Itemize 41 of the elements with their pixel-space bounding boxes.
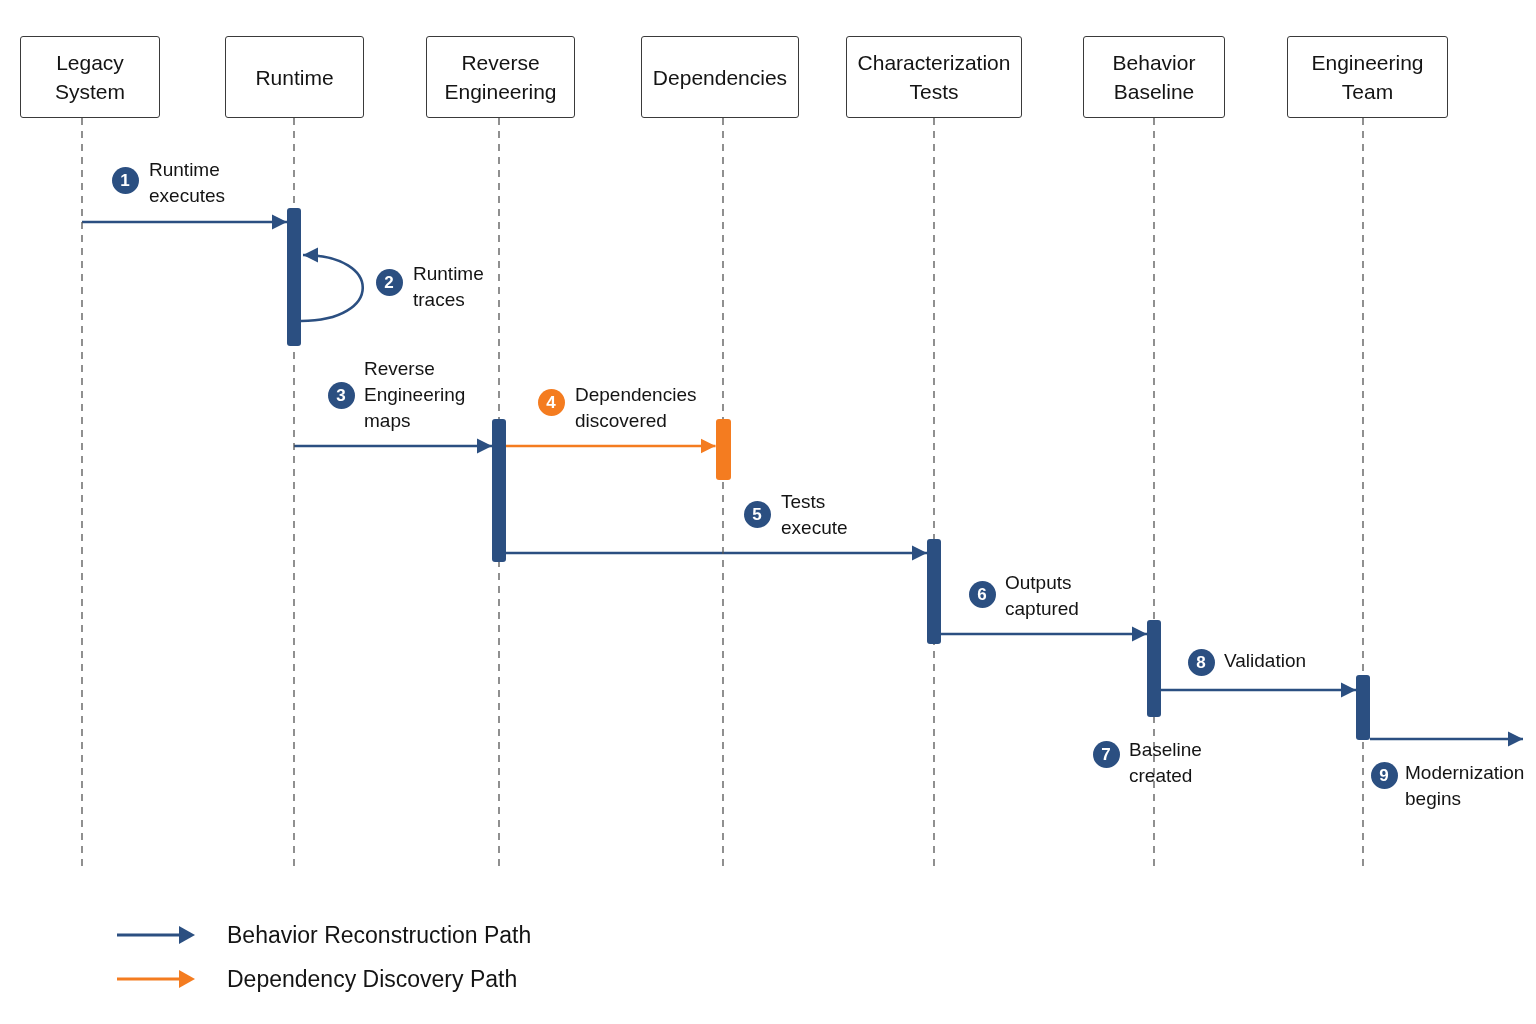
legend-text: Dependency Discovery Path	[227, 965, 518, 993]
message-arrow	[506, 545, 927, 561]
message-arrow	[82, 214, 287, 230]
callout-number: 5	[743, 500, 771, 528]
legend-text: Behavior Reconstruction Path	[227, 921, 532, 949]
message-label: Reverse Engineering maps	[364, 357, 467, 433]
callout-number: 7	[1092, 740, 1120, 768]
participant-name: Legacy System	[54, 50, 126, 105]
activation-bar	[715, 419, 731, 480]
message-arrow	[1161, 682, 1356, 698]
participant-name: Runtime	[255, 64, 334, 91]
message-arrow	[941, 626, 1147, 642]
activation-bar	[1147, 620, 1161, 717]
participant-name: Behavior Baseline	[1111, 50, 1197, 105]
note-text: Baseline created	[1129, 738, 1203, 788]
callout-number: 1	[111, 166, 139, 194]
message-label: Runtime traces	[413, 262, 485, 312]
message-arrow	[1370, 731, 1523, 747]
activation-bar	[927, 539, 941, 644]
message-label: Validation	[1224, 649, 1308, 673]
callout-number: 2	[375, 268, 403, 296]
message-label: Tests execute	[781, 490, 849, 540]
callout-number: 9	[1370, 761, 1398, 789]
message-label: Modernization begins	[1405, 761, 1526, 811]
message-label: Runtime executes	[149, 158, 227, 208]
callout-number: 8	[1187, 648, 1215, 676]
callout-number: 6	[968, 580, 996, 608]
callout-number: 4	[537, 388, 565, 416]
activation-bar	[1356, 675, 1370, 740]
self-message-arrow	[300, 248, 364, 323]
participant-name: Characterization Tests	[856, 50, 1012, 105]
message-arrow	[506, 438, 716, 454]
activation-bar	[287, 208, 301, 346]
activation-bar	[492, 419, 506, 562]
participant-name: Dependencies	[652, 64, 788, 91]
message-label: Outputs captured	[1005, 571, 1080, 621]
message-label: Dependencies discovered	[575, 383, 698, 433]
message-arrow	[294, 438, 492, 454]
participant-name: Engineering Team	[1310, 50, 1425, 105]
participant-name: Reverse Engineering	[443, 50, 558, 105]
callout-number: 3	[327, 381, 355, 409]
